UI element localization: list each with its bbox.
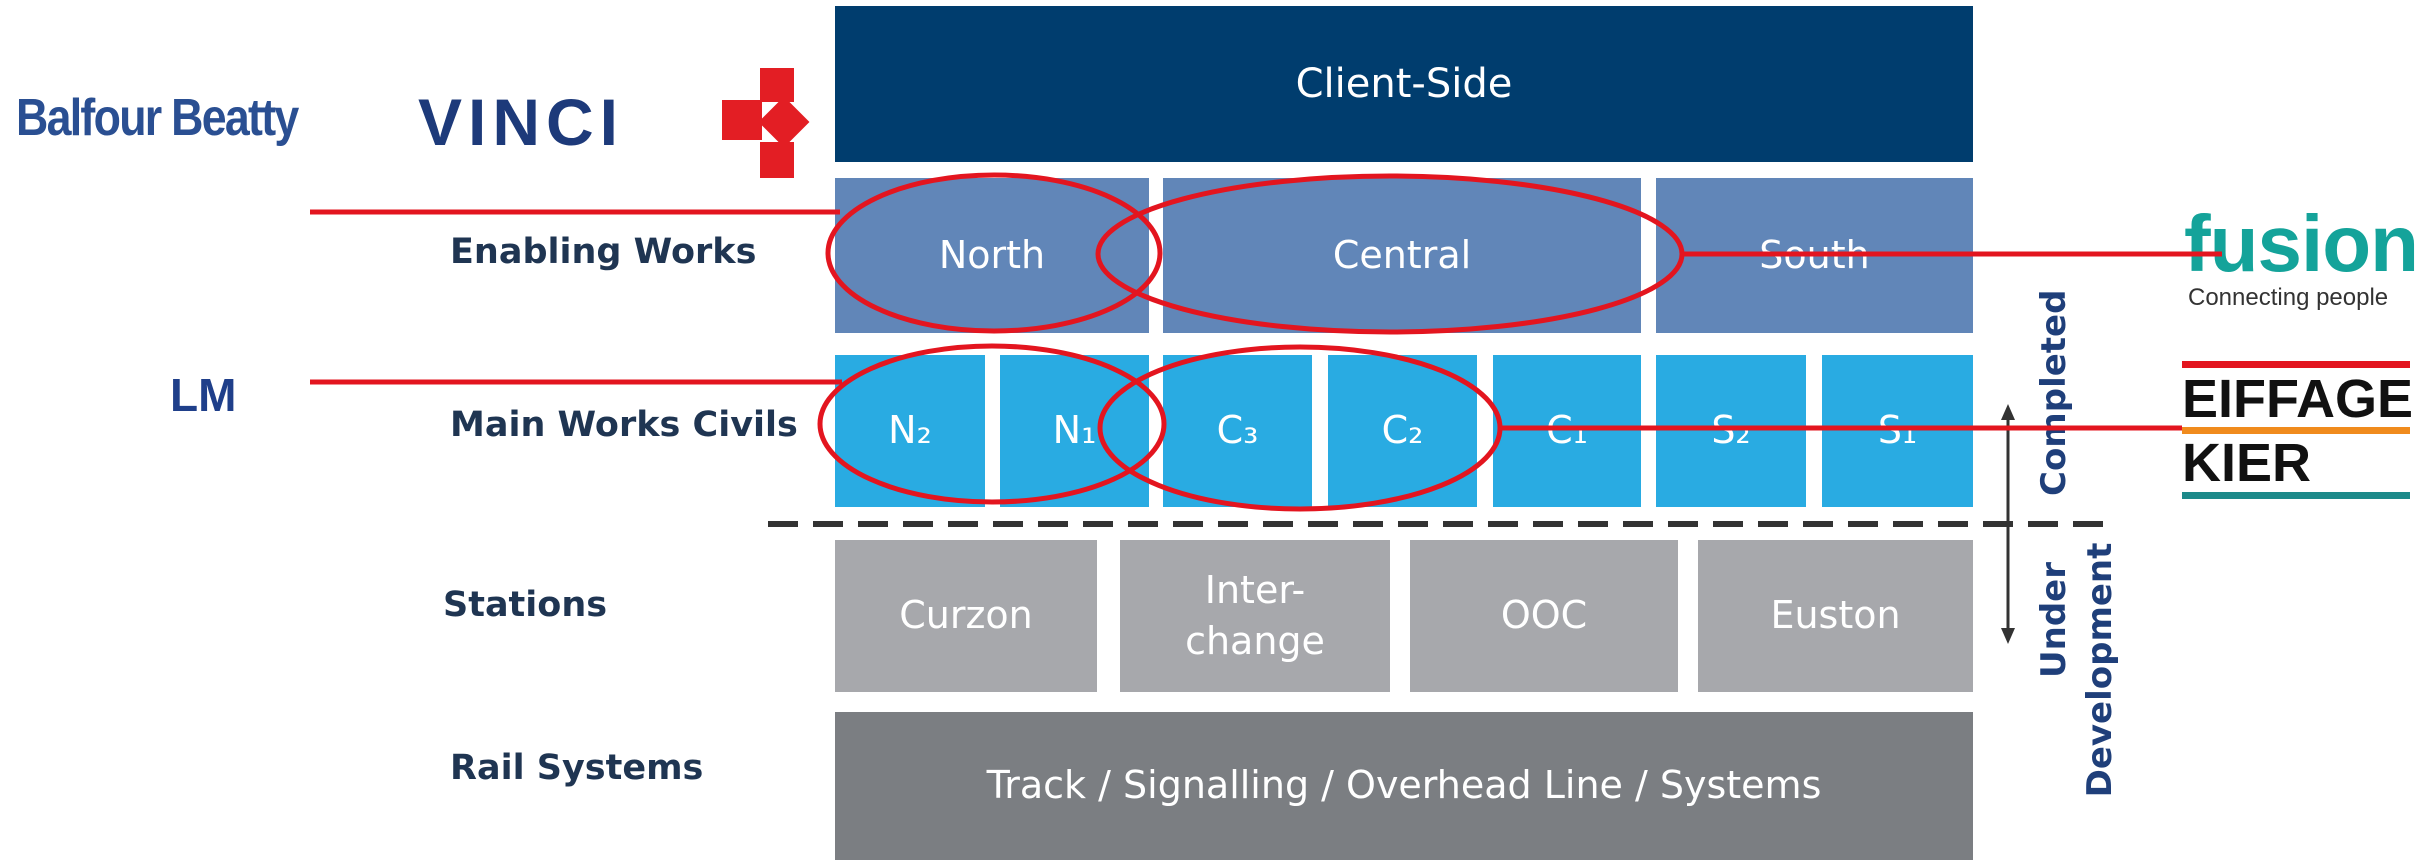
north-highlight-ellipse	[825, 172, 1163, 334]
interchange-label-line1: Inter-	[1204, 567, 1306, 612]
interchange-label-line2: change	[1185, 619, 1325, 663]
double-headed-arrow-icon	[2001, 404, 2015, 644]
lm-logo: LM	[170, 369, 237, 421]
vinci-logo-icon	[722, 68, 810, 178]
c3-label: C₃	[1216, 408, 1259, 453]
fusion-tagline: Connecting people	[2188, 284, 2389, 311]
vinci-logo-text: VINCI	[418, 85, 625, 159]
c3-c2-highlight-ellipse	[1097, 344, 1503, 512]
main-works-s1-block: S₁	[1822, 355, 1973, 507]
enabling-north-block: North	[835, 178, 1149, 333]
enabling-central-block: Central	[1163, 178, 1641, 333]
eiffage-logo: EIFFAGE	[2182, 369, 2414, 429]
ooc-label: OOC	[1500, 593, 1588, 638]
client-side-block: Client-Side	[835, 6, 1973, 162]
client-side-label: Client-Side	[1295, 61, 1513, 107]
rail-systems-label: Track / Signalling / Overhead Line / Sys…	[986, 763, 1822, 808]
enabling-central-label: Central	[1332, 232, 1472, 277]
euston-label: Euston	[1770, 593, 1901, 638]
n2-label: N₂	[888, 408, 932, 453]
main-works-c3-block: C₃	[1163, 355, 1312, 507]
central-highlight-ellipse	[1095, 173, 1685, 335]
main-works-n2-block: N₂	[835, 355, 985, 507]
row-label-main-works-civils: Main Works Civils	[450, 405, 798, 445]
station-euston-block: Euston	[1698, 540, 1973, 692]
station-curzon-block: Curzon	[835, 540, 1097, 692]
main-works-n1-block: N₁	[1000, 355, 1149, 507]
c2-label: C₂	[1381, 408, 1424, 453]
row-label-rail-systems: Rail Systems	[450, 748, 704, 788]
eiffage-kier-bottom-bar	[2182, 492, 2410, 499]
eiffage-kier-top-bar	[2182, 361, 2410, 368]
station-ooc-block: OOC	[1410, 540, 1678, 692]
enabling-north-label: North	[938, 232, 1046, 277]
rail-systems-block: Track / Signalling / Overhead Line / Sys…	[835, 712, 1973, 860]
fusion-logo: fusion	[2184, 199, 2419, 288]
curzon-label: Curzon	[899, 593, 1033, 638]
station-interchange-block: Inter- change	[1120, 540, 1390, 692]
row-label-enabling-works: Enabling Works	[450, 232, 757, 272]
balfour-beatty-logo: Balfour Beatty	[16, 89, 299, 147]
eiffage-kier-mid-bar	[2182, 427, 2410, 434]
kier-logo: KIER	[2182, 433, 2312, 493]
row-label-stations: Stations	[443, 585, 608, 625]
n2-n1-highlight-ellipse	[817, 343, 1167, 505]
n1-label: N₁	[1052, 408, 1097, 453]
